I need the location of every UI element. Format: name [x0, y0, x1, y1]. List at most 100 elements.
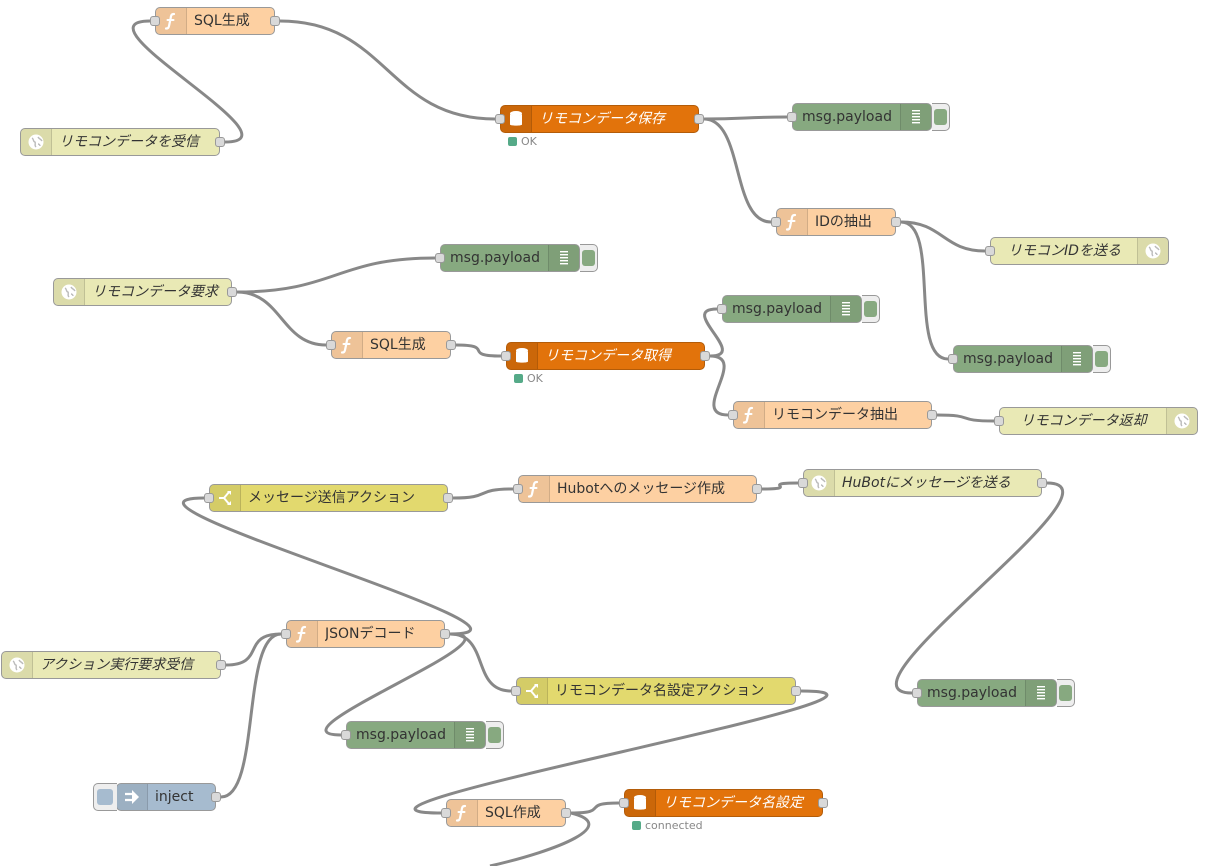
input-port[interactable]: [435, 253, 445, 263]
output-port[interactable]: [215, 137, 225, 147]
inject-trigger-button[interactable]: [93, 783, 117, 811]
node-label: msg.payload: [802, 109, 892, 125]
node-sql-gen-1[interactable]: SQL生成: [150, 7, 280, 35]
input-port[interactable]: [912, 688, 922, 698]
output-port[interactable]: [1037, 478, 1047, 488]
wire[interactable]: [279, 19, 496, 121]
node-ws-action-recv[interactable]: アクション実行要求受信: [1, 651, 226, 679]
output-port[interactable]: [446, 340, 456, 350]
input-port[interactable]: [441, 808, 451, 818]
node-db-get[interactable]: リモコンデータ取得: [501, 342, 710, 370]
wire[interactable]: [236, 290, 327, 347]
status-dot-icon: [514, 374, 523, 383]
input-port[interactable]: [495, 114, 505, 124]
wire[interactable]: [452, 487, 514, 500]
debug-toggle-button[interactable]: [486, 721, 504, 749]
wire[interactable]: [761, 481, 799, 491]
wire[interactable]: [131, 19, 244, 144]
wire[interactable]: [220, 632, 282, 799]
wire[interactable]: [703, 307, 724, 358]
output-port[interactable]: [216, 660, 226, 670]
output-port[interactable]: [700, 351, 710, 361]
wire[interactable]: [181, 496, 473, 636]
node-debug-2[interactable]: msg.payload: [948, 345, 1111, 373]
output-port[interactable]: [211, 792, 221, 802]
database-icon: [625, 790, 656, 816]
wire[interactable]: [703, 115, 788, 121]
input-port[interactable]: [204, 493, 214, 503]
node-label: inject: [155, 789, 194, 805]
wire[interactable]: [900, 220, 986, 253]
node-db-name-set[interactable]: リモコンデータ名設定: [619, 789, 828, 817]
node-ws-send-id[interactable]: リモコンIDを送る: [985, 237, 1169, 265]
wire[interactable]: [900, 220, 949, 361]
debug-toggle-button[interactable]: [1057, 679, 1075, 707]
node-id-extract[interactable]: IDの抽出: [771, 208, 901, 236]
wire[interactable]: [449, 632, 512, 693]
input-port[interactable]: [717, 304, 727, 314]
output-port[interactable]: [752, 484, 762, 494]
node-ws-hubot-send[interactable]: HuBotにメッセージを送る: [798, 469, 1047, 497]
node-ws-remocon-return[interactable]: リモコンデータ返却: [994, 407, 1198, 435]
list-icon: [900, 104, 931, 130]
input-port[interactable]: [787, 112, 797, 122]
output-port[interactable]: [818, 798, 828, 808]
input-port[interactable]: [513, 484, 523, 494]
output-port[interactable]: [927, 410, 937, 420]
input-port[interactable]: [771, 217, 781, 227]
node-debug-1[interactable]: msg.payload: [787, 103, 950, 131]
wire[interactable]: [703, 117, 772, 224]
wire[interactable]: [894, 481, 1065, 695]
node-sql-gen-2[interactable]: SQL生成: [326, 331, 456, 359]
output-port[interactable]: [270, 16, 280, 26]
node-debug-5[interactable]: msg.payload: [912, 679, 1075, 707]
input-port[interactable]: [281, 629, 291, 639]
wire[interactable]: [455, 343, 502, 358]
debug-toggle-button[interactable]: [932, 103, 950, 131]
node-debug-6[interactable]: msg.payload: [341, 721, 504, 749]
input-port[interactable]: [619, 798, 629, 808]
debug-toggle-button[interactable]: [862, 295, 880, 323]
output-port[interactable]: [440, 629, 450, 639]
wire[interactable]: [709, 354, 729, 417]
output-port[interactable]: [891, 217, 901, 227]
node-inject[interactable]: inject: [93, 783, 221, 811]
status-dot-icon: [508, 137, 517, 146]
debug-toggle-button[interactable]: [580, 244, 598, 272]
output-port[interactable]: [227, 287, 237, 297]
node-sql-make[interactable]: SQL作成: [441, 799, 571, 827]
node-db-save[interactable]: リモコンデータ保存: [495, 105, 704, 133]
wire[interactable]: [236, 256, 436, 294]
output-port[interactable]: [694, 114, 704, 124]
input-port[interactable]: [994, 416, 1004, 426]
node-switch-name-action[interactable]: リモコンデータ名設定アクション: [511, 677, 801, 705]
input-port[interactable]: [985, 246, 995, 256]
wire[interactable]: [413, 689, 829, 815]
node-ws-remocon-recv[interactable]: リモコンデータを受信: [20, 128, 225, 156]
output-port[interactable]: [443, 493, 453, 503]
output-port[interactable]: [791, 686, 801, 696]
input-port[interactable]: [798, 478, 808, 488]
list-icon: [454, 722, 485, 748]
node-hubot-msg[interactable]: Hubotへのメッセージ作成: [513, 475, 762, 503]
input-port[interactable]: [341, 730, 351, 740]
node-remocon-extract[interactable]: リモコンデータ抽出: [728, 401, 937, 429]
output-port[interactable]: [561, 808, 571, 818]
wire[interactable]: [489, 811, 591, 866]
node-debug-3[interactable]: msg.payload: [435, 244, 598, 272]
wire[interactable]: [570, 801, 620, 815]
debug-toggle-button[interactable]: [1093, 345, 1111, 373]
wire[interactable]: [225, 632, 282, 667]
node-switch-msg-send[interactable]: メッセージ送信アクション: [204, 484, 453, 512]
input-port[interactable]: [326, 340, 336, 350]
input-port[interactable]: [728, 410, 738, 420]
input-port[interactable]: [511, 686, 521, 696]
node-ws-remocon-req[interactable]: リモコンデータ要求: [53, 278, 237, 306]
wire[interactable]: [324, 632, 467, 737]
node-json-decode[interactable]: JSONデコード: [281, 620, 450, 648]
input-port[interactable]: [150, 16, 160, 26]
wire[interactable]: [936, 413, 995, 423]
node-debug-4[interactable]: msg.payload: [717, 295, 880, 323]
input-port[interactable]: [948, 354, 958, 364]
input-port[interactable]: [501, 351, 511, 361]
